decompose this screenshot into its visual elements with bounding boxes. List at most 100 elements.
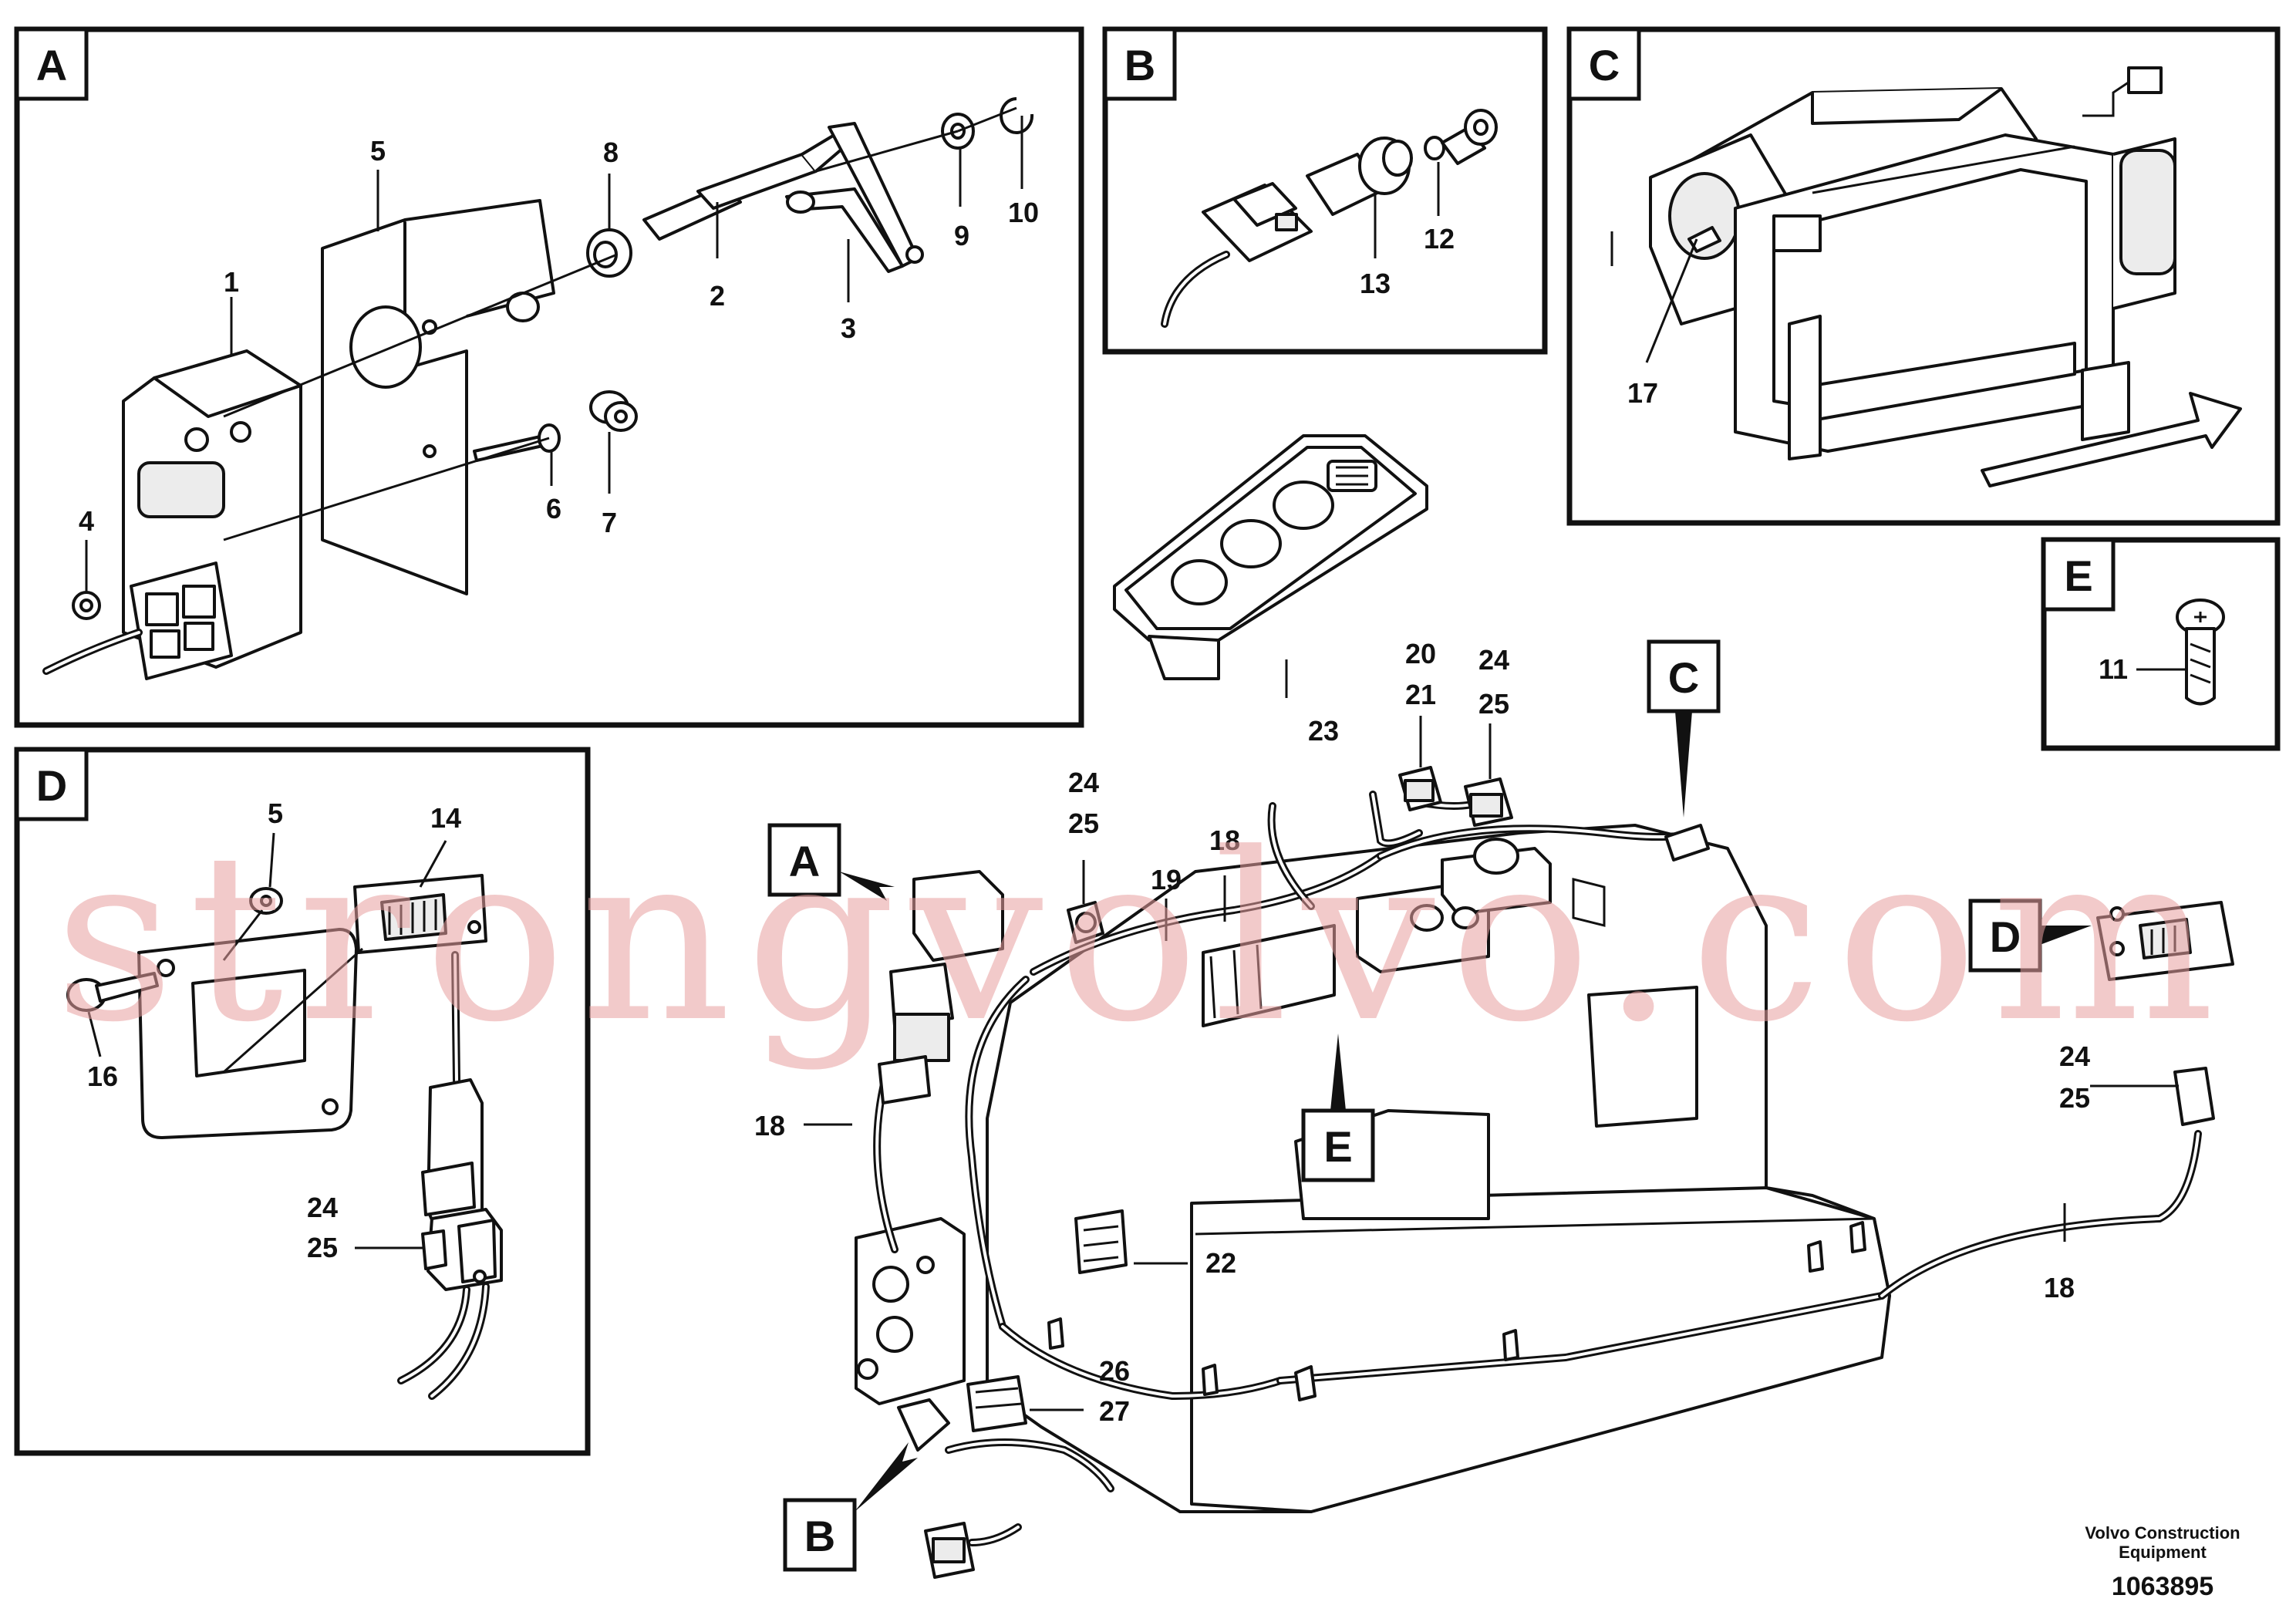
socket-connector	[353, 874, 487, 954]
part-number-17: 17	[1627, 377, 1658, 409]
part-number-23: 23	[1308, 715, 1339, 747]
connector-20-21	[1398, 766, 1442, 811]
sensor-connector	[1202, 182, 1313, 262]
panel-d-tag	[15, 747, 89, 821]
screw-bolt	[473, 423, 561, 462]
direction-arrow	[1981, 392, 2242, 487]
company-name-line2: Equipment	[2119, 1543, 2207, 1562]
panel-d-frame	[14, 747, 591, 1456]
company-name-line1: Volvo Construction	[2085, 1523, 2240, 1543]
callout-e-label: E	[1323, 1122, 1352, 1171]
part-number-24-a: 24	[1068, 767, 1099, 798]
part-number-11: 11	[2099, 653, 2128, 685]
panel-c-frame	[1566, 26, 2281, 526]
connector-22	[1074, 1209, 1128, 1274]
part-number-5-d: 5	[268, 798, 283, 829]
part-number-3: 3	[841, 312, 856, 344]
panel-a-frame	[14, 26, 1084, 728]
callout-c-label: C	[1668, 653, 1699, 702]
leader-16	[87, 1011, 102, 1057]
callout-c: C	[1647, 639, 1721, 818]
mounting-frame	[137, 928, 358, 1139]
drawing-footer: Volvo Construction Equipment 1063895	[2085, 1523, 2240, 1601]
panel-e: E 11	[2041, 537, 2281, 751]
panel-b-tag	[1103, 27, 1177, 101]
callout-b-label: B	[804, 1512, 835, 1560]
part-number-24-b: 24	[1478, 644, 1509, 676]
part-number-25-d: 25	[307, 1232, 338, 1263]
part-number-21: 21	[1405, 679, 1436, 710]
part-number-25-a: 25	[1068, 808, 1099, 839]
part-number-5: 5	[370, 135, 386, 167]
panel-a-tag	[15, 27, 89, 101]
harness-plug	[2127, 66, 2163, 94]
part-number-7: 7	[602, 507, 617, 538]
panel-a-label: A	[36, 41, 67, 89]
panel-c-label: C	[1589, 41, 1620, 89]
part-number-14: 14	[430, 802, 461, 834]
sensor-port-b	[897, 1398, 950, 1452]
panel-e-tag	[2041, 538, 2116, 612]
main-hvac-assembly: A B C D E	[754, 434, 2234, 1579]
valve-fitting	[1441, 109, 1498, 165]
leader-lines-a	[85, 106, 1023, 592]
part-number-18-top: 18	[1209, 824, 1240, 856]
part-number-1: 1	[224, 266, 239, 298]
control-panel	[1113, 434, 1428, 680]
sensor-cable	[1161, 251, 1230, 328]
circlip	[1000, 97, 1034, 134]
connector-b-plug	[924, 1522, 975, 1579]
panel-b-frame	[1102, 26, 1548, 355]
washer-d	[249, 887, 283, 915]
callout-a: A	[767, 823, 895, 901]
part-number-16: 16	[87, 1061, 118, 1092]
d-socket-main	[2096, 901, 2234, 981]
drive-shaft	[642, 130, 850, 241]
part-number-9: 9	[954, 220, 969, 251]
panel-e-label: E	[2064, 551, 2092, 600]
grommet	[586, 228, 632, 278]
part-number-24-c: 24	[2059, 1040, 2090, 1072]
actuator-a-mount	[878, 870, 1004, 1104]
leader-14	[419, 840, 447, 888]
part-number-2: 2	[710, 280, 725, 312]
part-number-24-d: 24	[307, 1192, 338, 1223]
torx-screw	[2176, 599, 2225, 706]
part-number-18-left: 18	[754, 1110, 785, 1141]
part-number-27: 27	[1099, 1395, 1130, 1427]
screw-d	[66, 972, 159, 1012]
connector-c	[1664, 824, 1710, 862]
callout-b: B	[783, 1442, 918, 1572]
panel-c: C 17	[1566, 26, 2281, 526]
part-number-4: 4	[79, 505, 94, 537]
leader-lines-main	[804, 659, 2179, 1411]
part-number-12: 12	[1424, 223, 1455, 255]
callout-d-label: D	[1990, 912, 2021, 961]
plug-d	[421, 1208, 503, 1291]
panel-b: B 13 12	[1102, 26, 1548, 355]
part-number-25-b: 25	[1478, 688, 1509, 720]
connector-24-25-right	[2173, 1067, 2215, 1126]
part-number-25-c: 25	[2059, 1082, 2090, 1114]
callout-e: E	[1301, 1034, 1375, 1182]
leader-5d	[268, 832, 275, 888]
flange-nut	[589, 390, 638, 432]
lever-arm	[785, 122, 924, 273]
panel-d: D	[14, 747, 591, 1456]
panel-e-frame	[2041, 537, 2281, 751]
connector-24-25-top	[1464, 777, 1513, 827]
leader-17	[1645, 238, 1698, 363]
bracket-plate	[321, 199, 555, 595]
actuator-motor	[42, 349, 302, 680]
part-number-10: 10	[1008, 197, 1039, 228]
part-number-18-right: 18	[2044, 1272, 2075, 1303]
drawing-number: 1063895	[2112, 1572, 2213, 1601]
pressure-sensor	[1306, 137, 1413, 216]
part-number-20: 20	[1405, 638, 1436, 669]
part-number-8: 8	[603, 137, 619, 168]
part-number-19: 19	[1151, 864, 1182, 895]
o-ring	[1424, 136, 1445, 160]
panel-a: A	[14, 26, 1084, 728]
panel-c-tag	[1567, 27, 1641, 101]
